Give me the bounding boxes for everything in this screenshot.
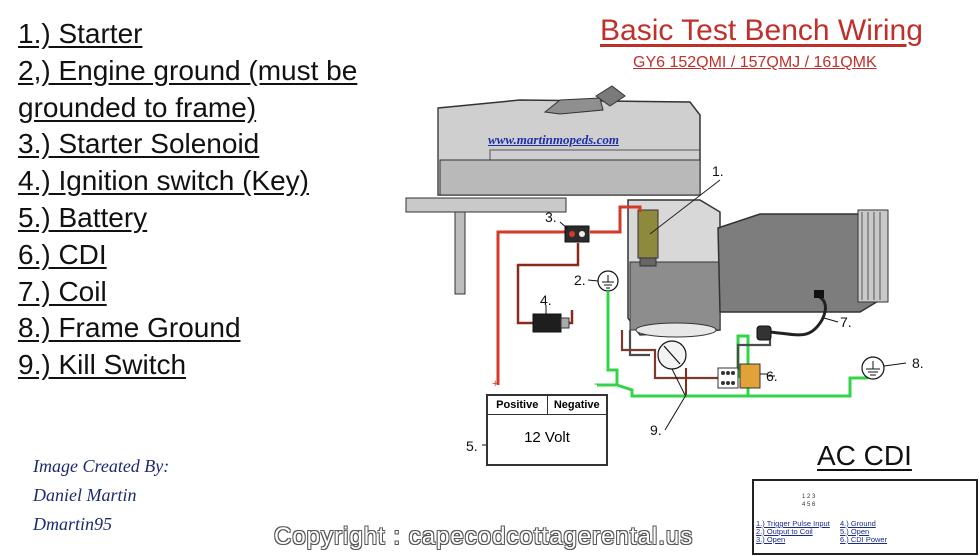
pin-row-4: 4.) Ground	[840, 519, 876, 528]
legend-item-ignition-switch: 4.) Ignition switch (Key)	[18, 165, 309, 197]
callout-ground: 2.	[574, 272, 586, 288]
copyright-watermark: Copyright : capecodcottagerental.us	[274, 523, 694, 550]
cdi-pin-top: 1 2 3	[802, 494, 816, 500]
cdi-pin-bottom: 4 5 6	[802, 502, 816, 508]
callout-solenoid: 3.	[545, 209, 557, 225]
frame-ground-icon	[861, 356, 907, 380]
legend-item-frame-ground: 8.) Frame Ground	[18, 312, 241, 344]
callout-ignition: 4.	[540, 292, 552, 308]
legend-item-battery: 5.) Battery	[18, 201, 148, 233]
positive-wiring	[496, 205, 642, 385]
credit-line-1: Image Created By:	[33, 456, 170, 476]
callout-frame-ground: 8.	[912, 355, 924, 371]
cdi-type-label: AC CDI	[817, 440, 912, 471]
pin-row-6: 6.) CDI Power	[840, 535, 888, 544]
engine-ground-icon	[587, 270, 619, 292]
engine-block	[627, 199, 889, 338]
ignition-key-icon	[532, 305, 570, 333]
battery-box: Positive Negative 12 Volt	[486, 394, 608, 466]
battery-positive-label: Positive	[488, 396, 548, 414]
legend-item-engine-ground-cont: grounded to frame)	[18, 91, 257, 123]
callout-battery: 5.	[466, 438, 478, 454]
callout-coil: 7.	[840, 314, 852, 330]
diagram-subtitle: GY6 152QMI / 157QMJ / 161QMK	[633, 54, 877, 71]
legend-item-engine-ground: 2,) Engine ground (must be	[18, 54, 358, 86]
switched-wiring	[516, 243, 580, 325]
battery-terminals: Positive Negative	[488, 396, 606, 415]
pin-row-1: 1.) Trigger Pulse Input	[756, 519, 830, 528]
credit-handle: Dmartin95	[33, 514, 113, 534]
credit-author: Daniel Martin	[33, 485, 137, 505]
component-legend: 1.) Starter 2,) Engine ground (must be g…	[18, 16, 357, 384]
kill-switch-icon	[657, 340, 687, 431]
pin-row-5: 5.) Open	[840, 527, 870, 536]
legend-item-coil: 7.) Coil	[18, 275, 107, 307]
callout-leaders	[482, 375, 775, 446]
cdi-unit-icon	[717, 363, 768, 389]
starter-motor	[637, 179, 721, 267]
callout-kill-switch: 9.	[650, 422, 662, 438]
battery-plus: +	[492, 378, 499, 390]
engine-case	[405, 85, 701, 295]
battery-minus: -	[594, 378, 598, 390]
cdi-pin-legend: 1 2 3 4 5 6 1.) Trigger Pulse Input 2.) …	[752, 479, 978, 555]
pin-row-3: 3.) Open	[756, 535, 786, 544]
legend-item-solenoid: 3.) Starter Solenoid	[18, 128, 260, 160]
battery-negative-label: Negative	[553, 399, 600, 411]
website-link[interactable]: www.martinmopeds.com	[488, 132, 619, 147]
pin-row-2: 2.) Output to Coil	[756, 527, 813, 536]
legend-item-cdi: 6.) CDI	[18, 238, 107, 270]
diagram-title: Basic Test Bench Wiring	[600, 14, 923, 47]
callout-starter: 1.	[712, 163, 724, 179]
legend-item-kill-switch: 9.) Kill Switch	[18, 349, 187, 381]
solenoid-icon	[559, 221, 590, 243]
coil-icon	[756, 290, 839, 341]
battery-voltage: 12 Volt	[524, 429, 570, 446]
legend-item-starter: 1.) Starter	[18, 18, 143, 49]
callout-cdi: 6.	[766, 368, 778, 384]
